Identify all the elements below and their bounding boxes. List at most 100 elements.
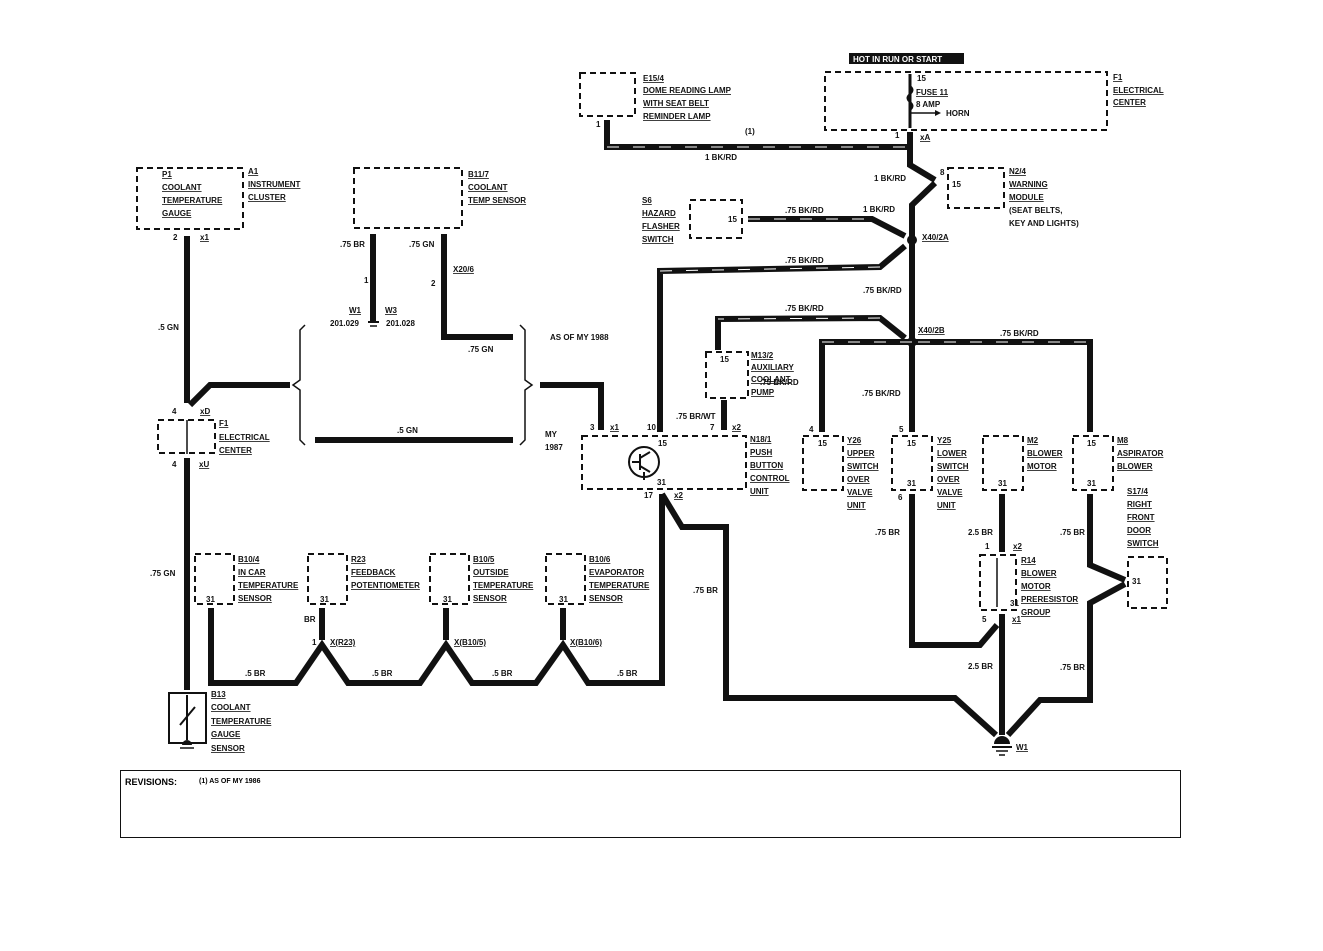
wire-y25-ground — [909, 494, 1000, 648]
m13-2-name-2: COOLANT — [751, 375, 791, 384]
y25-pin-bottom-num: 6 — [898, 493, 903, 502]
y26-pin-num: 4 — [809, 425, 814, 434]
e15-4-name-1: DOME READING LAMP — [643, 86, 732, 95]
s17-4-name-2: FRONT — [1127, 513, 1155, 522]
wire-to-m13-label: .75 BK/RD — [785, 304, 824, 313]
y25-pin-bottom: 31 — [907, 479, 916, 488]
wire-fuse-warning-label: 1 BK/RD — [874, 174, 906, 183]
splice-x40-2a — [907, 235, 917, 245]
s6-id: S6 — [642, 196, 652, 205]
y26-name-1: UPPER — [847, 449, 875, 458]
revisions-note: (1) AS OF MY 1986 — [199, 778, 261, 785]
horn-arrow-head — [935, 110, 941, 116]
m8-name-2: BLOWER — [1117, 462, 1153, 471]
wire-m8-ground — [1005, 581, 1127, 738]
f1-id: F1 — [1113, 73, 1123, 82]
n18-1-name-3: CONTROL — [750, 474, 790, 483]
a1-id: A1 — [248, 167, 259, 176]
s17-4-name-3: DOOR — [1127, 526, 1151, 535]
n18-conn-x2: x2 — [732, 423, 741, 432]
r23-pin: 31 — [320, 595, 329, 604]
y25-box — [891, 435, 933, 491]
w3-id: W3 — [385, 306, 398, 315]
f1-mid-pin-top: 4 — [172, 407, 177, 416]
f1-mid-pin-bottom: 4 — [172, 460, 177, 469]
n18-pin10: 10 — [647, 423, 656, 432]
b10-5-name-2: TEMPERATURE — [473, 581, 534, 590]
b13-name-3: GAUGE — [211, 730, 241, 739]
n2-4-pin: 15 — [952, 180, 961, 189]
b11-7-id: B11/7 — [468, 170, 489, 179]
n2-4-id: N2/4 — [1009, 167, 1026, 176]
r14-pin-top: 1 — [985, 542, 990, 551]
wire-b11-gn — [441, 234, 513, 340]
m2-name-1: BLOWER — [1027, 449, 1063, 458]
f1-mid-id: F1 — [219, 419, 229, 428]
b10-6-name-2: TEMPERATURE — [589, 581, 650, 590]
m13-2-name-3: PUMP — [751, 388, 775, 397]
y26-box — [802, 435, 844, 491]
b10-4-name-3: SENSOR — [238, 594, 272, 603]
wire-n18-ground — [659, 492, 999, 738]
wire-p1-label: .5 GN — [158, 323, 179, 332]
b10-5-conn: X(B10/5) — [454, 638, 486, 647]
n18-conn-x1: x1 — [610, 423, 619, 432]
n18-pin17: 17 — [644, 491, 653, 500]
y26-id: Y26 — [847, 436, 862, 445]
wire-splice-n18-label: .75 BK/RD — [785, 256, 824, 265]
s6-name-1: HAZARD — [642, 209, 676, 218]
wire-m8-ground-label: .75 BR — [1060, 663, 1085, 672]
wire-to-y25-label: .75 BK/RD — [862, 389, 901, 398]
s17-4-name-1: RIGHT — [1127, 500, 1152, 509]
wire-n18-ground-label: .75 BR — [693, 586, 718, 595]
b10-5-box — [429, 553, 470, 605]
y26-name-2: SWITCH — [847, 462, 879, 471]
splice-x40-2a-label: X40/2A — [922, 233, 949, 242]
e15-4-name-2: WITH SEAT BELT — [643, 99, 709, 108]
s17-4-pin: 31 — [1132, 577, 1141, 586]
e15-4-name-3: REMINDER LAMP — [643, 112, 711, 121]
b10-5-pin: 31 — [443, 595, 452, 604]
f1-electrical-center-box — [824, 71, 1108, 131]
wire-m8-switch — [1087, 494, 1127, 583]
r23-name-1: FEEDBACK — [351, 568, 396, 577]
n18-1-box — [581, 435, 747, 490]
n18-1-name-4: UNIT — [750, 487, 769, 496]
f1-mid-box — [157, 419, 216, 454]
b10-6-id: B10/6 — [589, 555, 611, 564]
wire-r14-ground-label: 2.5 BR — [968, 662, 993, 671]
b13-name-4: SENSOR — [211, 744, 245, 753]
w1-id: W1 — [349, 306, 362, 315]
b10-5-id: B10/5 — [473, 555, 495, 564]
wire-sensor-1-label: .5 BR — [245, 669, 266, 678]
b10-4-name-2: TEMPERATURE — [238, 581, 299, 590]
wire-to-m8-label: .75 BK/RD — [1000, 329, 1039, 338]
p1-pin: 2 — [173, 233, 178, 242]
f1-mid-name-2: CENTER — [219, 446, 252, 455]
n2-4-name-2: MODULE — [1009, 193, 1044, 202]
y25-name-2: SWITCH — [937, 462, 969, 471]
wire-splice-ab-label: .75 BK/RD — [863, 286, 902, 295]
b10-4-id: B10/4 — [238, 555, 260, 564]
wire-brace-to-n18 — [540, 382, 604, 430]
n2-4-name-1: WARNING — [1009, 180, 1048, 189]
ground-w1-w3-icon — [368, 321, 379, 327]
w1-num: 201.029 — [330, 319, 359, 328]
r14-id: R14 — [1021, 556, 1036, 565]
b10-5-name-1: OUTSIDE — [473, 568, 509, 577]
wire-m2-r14-label: 2.5 BR — [968, 528, 993, 537]
note-my: MY — [545, 430, 558, 439]
wire-b11-br-label: .75 BR — [340, 240, 365, 249]
m2-pin: 31 — [998, 479, 1007, 488]
n18-1-name-2: BUTTON — [750, 461, 783, 470]
n2-4-name-3: (SEAT BELTS, — [1009, 206, 1062, 215]
p1-name-2: TEMPERATURE — [162, 196, 223, 205]
s6-pin: 15 — [728, 215, 737, 224]
brace-left — [291, 324, 306, 446]
b11-7-box — [353, 167, 463, 229]
n18-conn-x2b: x2 — [674, 491, 683, 500]
s17-4-id: S17/4 — [1127, 487, 1148, 496]
r23-conn-pin: 1 — [312, 638, 317, 647]
horn-label: HORN — [946, 109, 970, 118]
